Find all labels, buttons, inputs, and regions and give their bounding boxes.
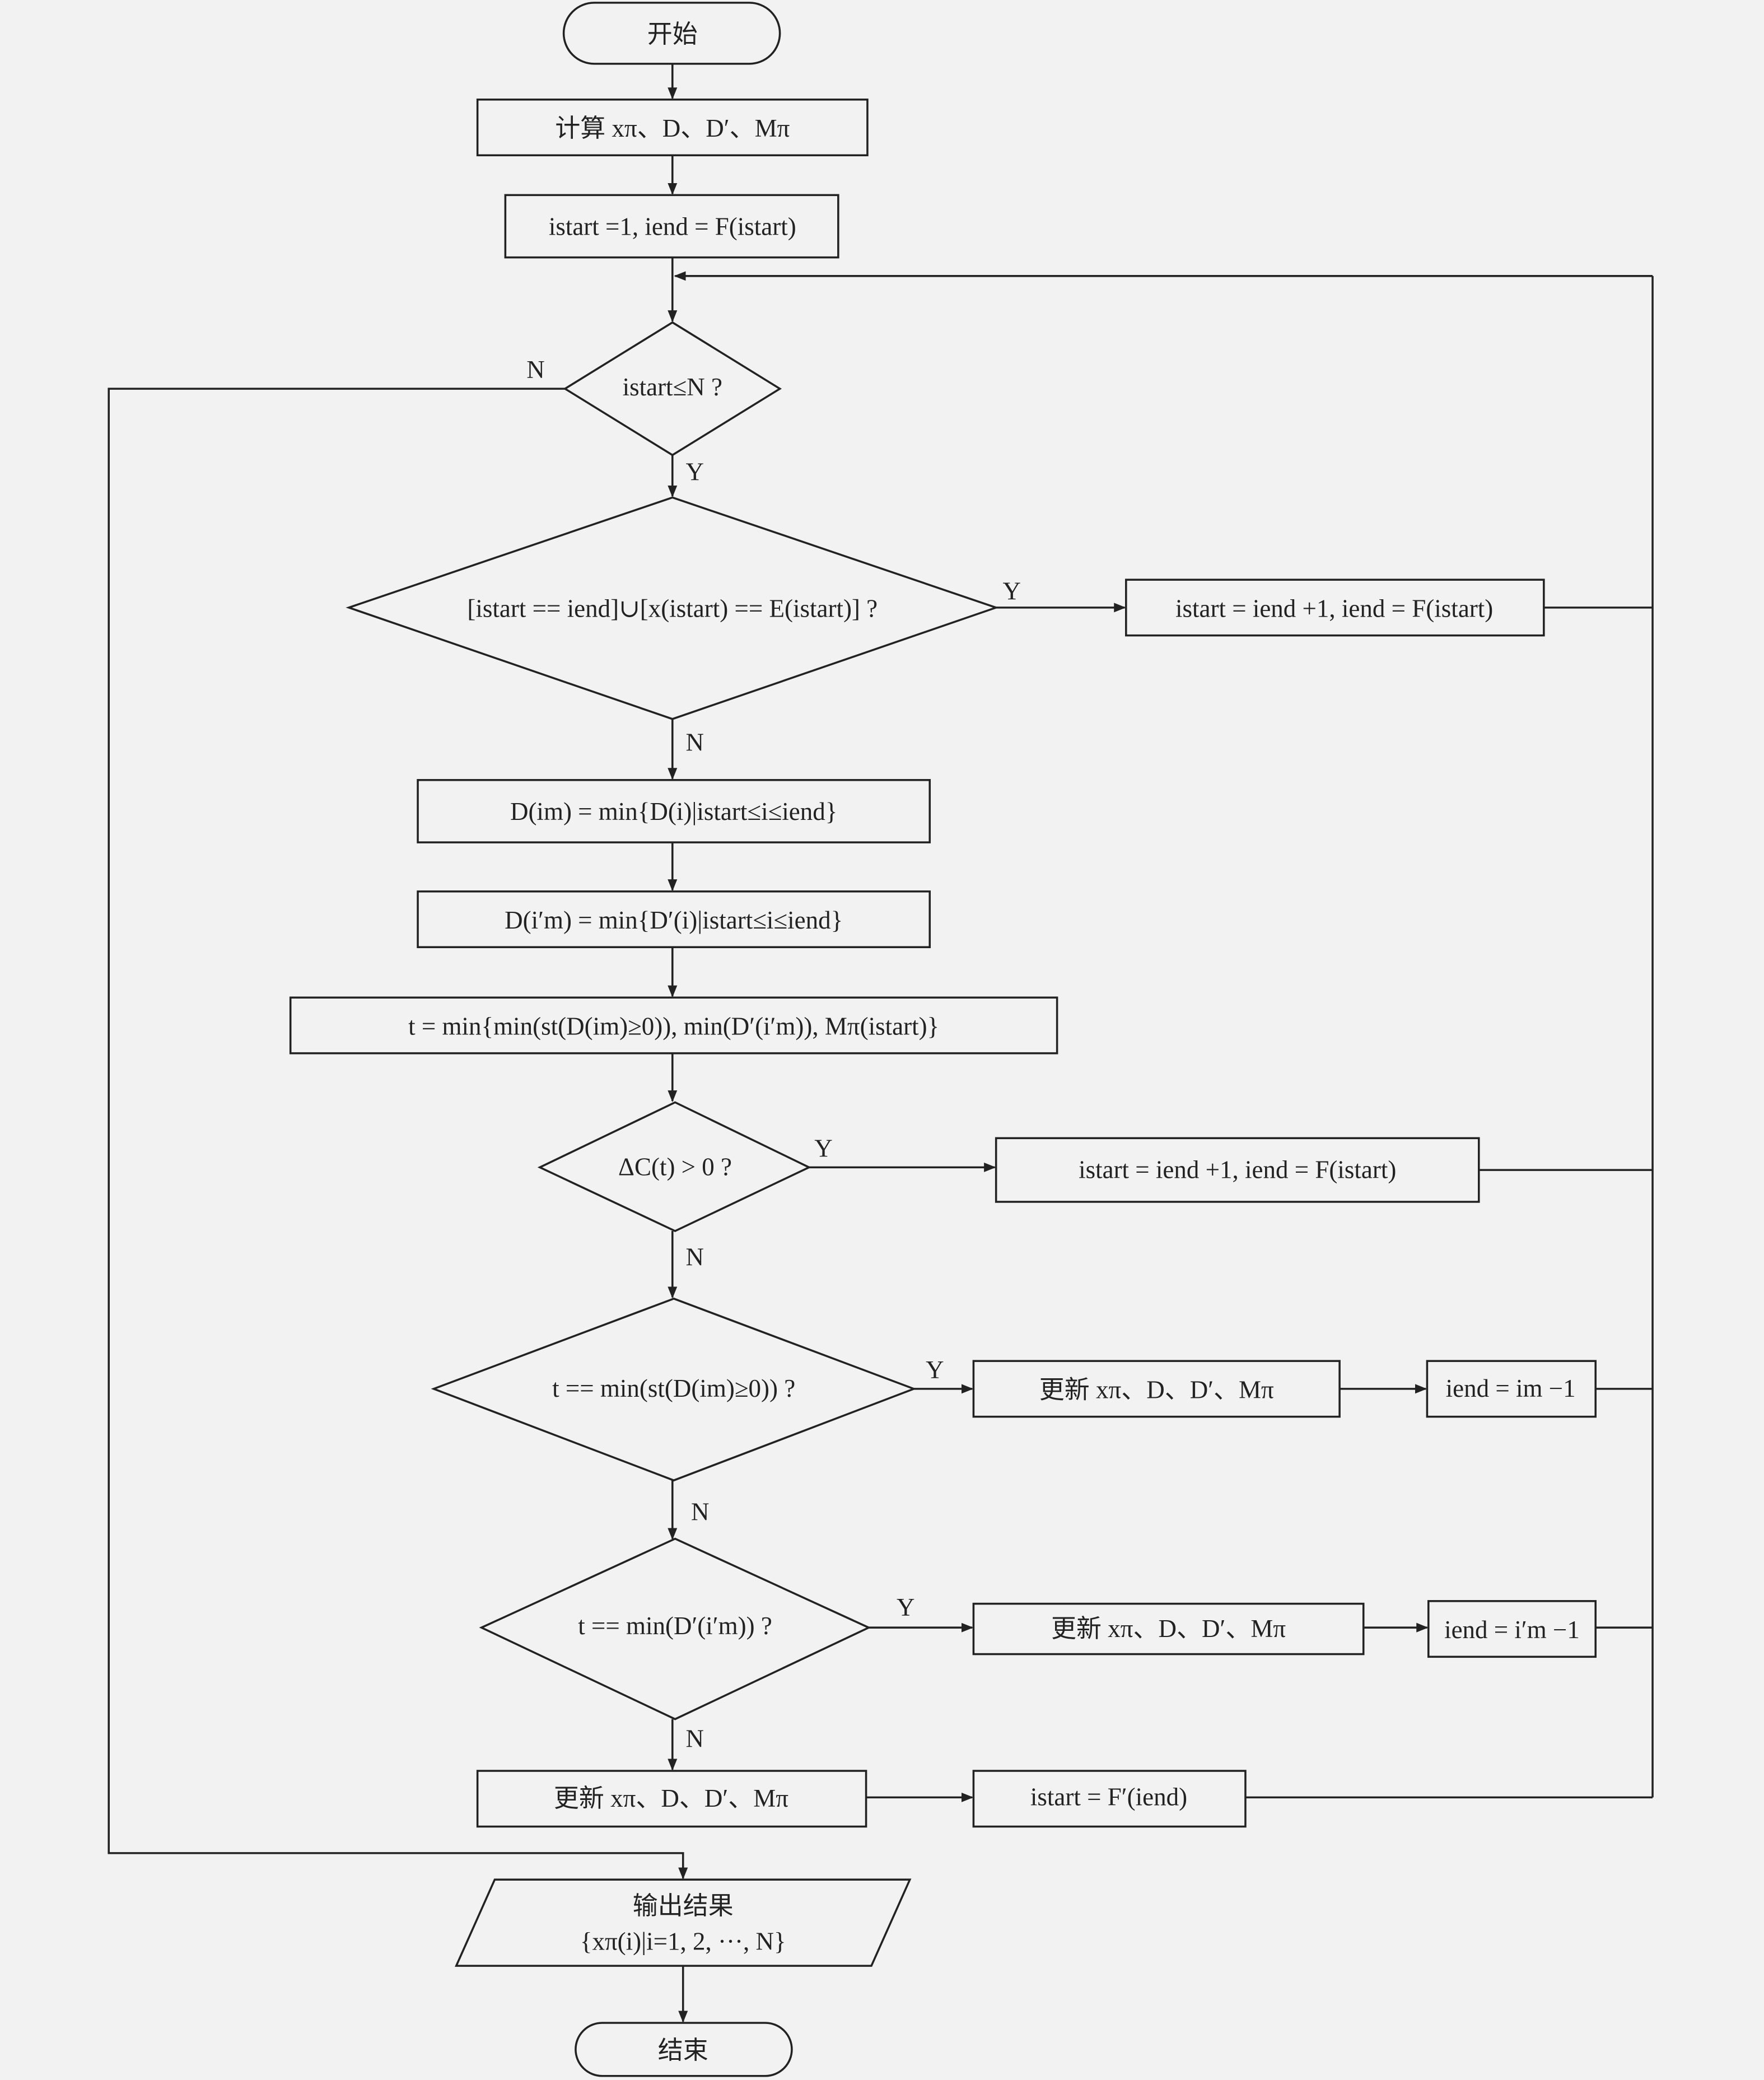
decision-delta-c: ΔC(t) > 0 ?	[537, 1101, 811, 1233]
decision-istart-le-n: istart≤N ?	[563, 321, 782, 456]
decision-t-d-label: t == min(st(D(im)≥0)) ?	[552, 1374, 795, 1402]
init-label: istart =1, iend = F(istart)	[549, 212, 796, 240]
iend-box-2: iend = i′m −1	[1427, 1600, 1597, 1658]
start-label: 开始	[647, 19, 698, 49]
compute-label: 计算 xπ、D、D′、Mπ	[555, 114, 790, 142]
end-terminal: 结束	[575, 2022, 793, 2077]
decision-range-check: [istart == iend]∪[x(istart) == E(istart)…	[346, 496, 1000, 720]
reset-box-1-label: istart = iend +1, iend = F(istart)	[1175, 594, 1493, 622]
decision-t-d: t == min(st(D(im)≥0)) ?	[431, 1297, 917, 1482]
iend-box-1-label: iend = im −1	[1446, 1374, 1576, 1402]
min-dprime-box: D(i′m) = min{D′(i)|istart≤i≤iend}	[417, 890, 931, 948]
output-box: 输出结果 {xπ(i)|i=1, 2, ···, N}	[454, 1878, 912, 1967]
decision-istart-le-n-label: istart≤N ?	[623, 373, 722, 401]
min-d-label: D(im) = min{D(i)|istart≤i≤iend}	[510, 798, 837, 826]
label-n-4: N	[691, 1498, 710, 1526]
istart-fprime-label: istart = F′(iend)	[1030, 1783, 1187, 1811]
min-dprime-label: D(i′m) = min{D′(i)|istart≤i≤iend}	[505, 906, 843, 934]
update-box-2: 更新 xπ、D、D′、Mπ	[972, 1602, 1365, 1655]
min-d-box: D(im) = min{D(i)|istart≤i≤iend}	[417, 779, 931, 843]
label-n-2: N	[685, 729, 704, 757]
calc-t-label: t = min{min(st(D(im)≥0)), min(D′(i′m)), …	[408, 1013, 939, 1041]
iend-box-1: iend = im −1	[1426, 1360, 1597, 1418]
label-n-3: N	[685, 1243, 704, 1271]
decision-t-dprime: t == min(D′(i′m)) ?	[479, 1537, 871, 1720]
label-y-5: Y	[897, 1593, 915, 1621]
reset-box-2: istart = iend +1, iend = F(istart)	[995, 1137, 1480, 1203]
update-box-1: 更新 xπ、D、D′、Mπ	[972, 1360, 1341, 1418]
decision-delta-c-label: ΔC(t) > 0 ?	[618, 1153, 732, 1181]
output-set: {xπ(i)|i=1, 2, ···, N}	[580, 1928, 786, 1956]
update-box-2-label: 更新 xπ、D、D′、Mπ	[1051, 1615, 1286, 1643]
init-box: istart =1, iend = F(istart)	[504, 194, 839, 259]
output-title: 输出结果	[633, 1891, 734, 1920]
label-n-5: N	[685, 1724, 704, 1752]
update-box-1-label: 更新 xπ、D、D′、Mπ	[1039, 1375, 1274, 1403]
end-label: 结束	[658, 2035, 708, 2065]
update-box-3-label: 更新 xπ、D、D′、Mπ	[554, 1784, 788, 1812]
update-box-3: 更新 xπ、D、D′、Mπ	[476, 1770, 867, 1828]
decision-range-check-label: [istart == iend]∪[x(istart) == E(istart)…	[467, 594, 878, 622]
reset-box-1: istart = iend +1, iend = F(istart)	[1125, 579, 1545, 637]
label-n-1: N	[526, 356, 545, 384]
start-terminal: 开始	[562, 2, 781, 65]
reset-box-2-label: istart = iend +1, iend = F(istart)	[1079, 1155, 1396, 1183]
connectors	[108, 63, 1654, 2023]
branch-labels: N Y Y N Y N Y N Y N	[526, 356, 1021, 1752]
decision-t-dprime-label: t == min(D′(i′m)) ?	[578, 1612, 772, 1640]
label-y-2: Y	[1003, 577, 1021, 605]
istart-fprime-box: istart = F′(iend)	[972, 1770, 1247, 1828]
compute-box: 计算 xπ、D、D′、Mπ	[476, 99, 869, 157]
label-y-1: Y	[685, 458, 704, 486]
label-y-3: Y	[814, 1134, 833, 1162]
calc-t-box: t = min{min(st(D(im)≥0)), min(D′(i′m)), …	[289, 996, 1058, 1055]
label-y-4: Y	[926, 1356, 944, 1384]
iend-box-2-label: iend = i′m −1	[1444, 1616, 1580, 1644]
